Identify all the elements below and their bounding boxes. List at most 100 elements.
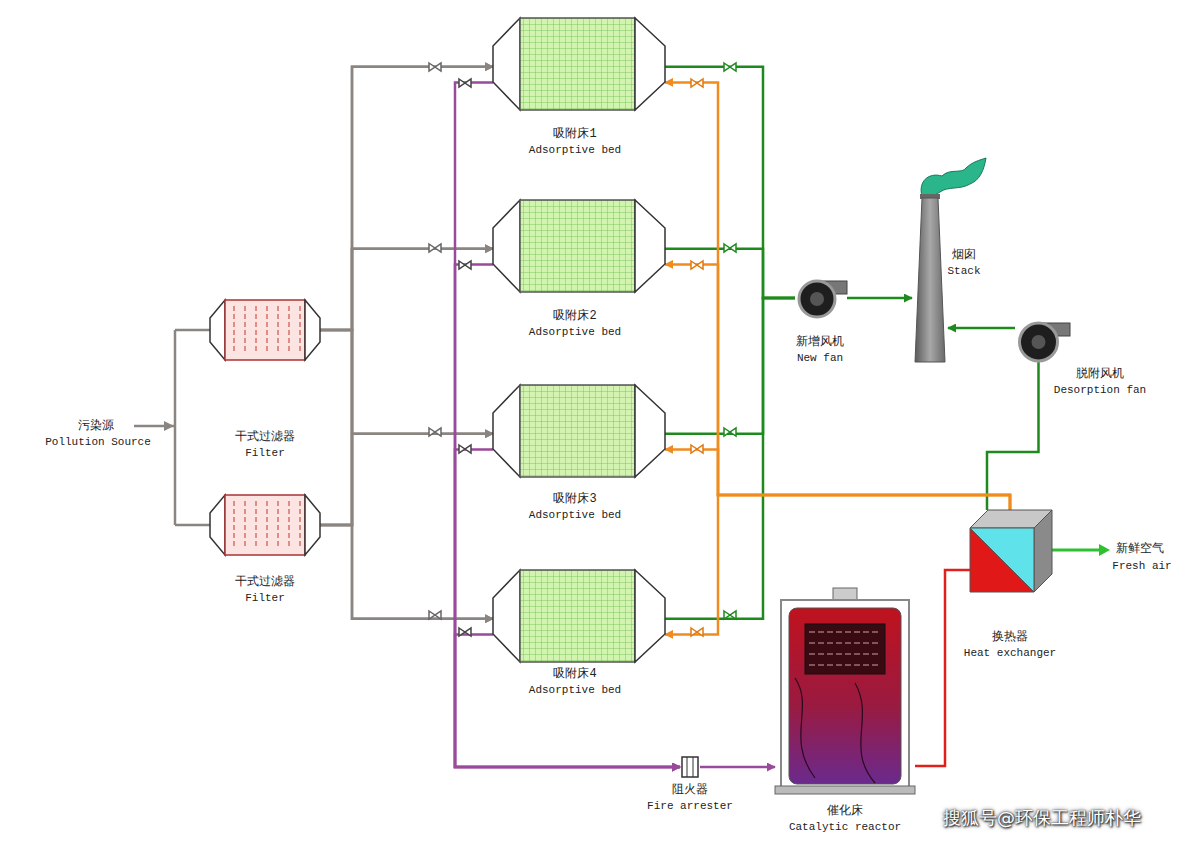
watermark: 搜狐号@环保工程师朴华 bbox=[943, 810, 1141, 826]
pipe-connector bbox=[320, 434, 493, 525]
pipe-connector bbox=[320, 249, 493, 330]
heater-element bbox=[809, 654, 881, 655]
filter-cap bbox=[210, 300, 225, 360]
filter-cap bbox=[305, 300, 320, 360]
fan-hub bbox=[810, 292, 824, 306]
valve-symbol bbox=[459, 445, 471, 453]
filter-cap bbox=[305, 495, 320, 555]
english-name: Desorption fan bbox=[1054, 382, 1146, 398]
filter-element bbox=[256, 501, 257, 549]
english-name: Filter bbox=[235, 590, 295, 606]
english-name: New fan bbox=[796, 350, 844, 366]
pipe-connector bbox=[665, 82, 1010, 510]
valve-symbol bbox=[691, 445, 703, 453]
bed-cap bbox=[635, 18, 665, 110]
source-arrow bbox=[134, 425, 166, 428]
valve-symbol bbox=[429, 611, 441, 619]
bed-node: 吸附床3Adsorptive bed bbox=[493, 385, 665, 477]
english-name: Adsorptive bed bbox=[529, 682, 621, 698]
filter-element bbox=[267, 306, 268, 354]
heater-element bbox=[809, 632, 881, 633]
manifold-line bbox=[166, 425, 175, 428]
note-label: Pollution Source bbox=[45, 434, 151, 450]
english-name: Adsorptive bed bbox=[529, 142, 621, 158]
valve-symbol bbox=[459, 628, 471, 636]
valve-symbol bbox=[691, 79, 703, 87]
chinese-name: 脱附风机 bbox=[1054, 366, 1146, 382]
bed-cap bbox=[493, 570, 520, 662]
english-name: Adsorptive bed bbox=[529, 507, 621, 523]
filter-node: 干式过滤器Filter bbox=[210, 300, 320, 360]
bed-cap bbox=[493, 385, 520, 477]
pipe-connector bbox=[665, 298, 795, 619]
reactor-body bbox=[789, 608, 901, 784]
node-label: 新增风机New fan bbox=[796, 334, 844, 366]
node-label: 吸附床1Adsorptive bed bbox=[529, 126, 621, 158]
fan-symbol bbox=[795, 278, 847, 318]
fan-node: 脱附风机Desorption fan bbox=[1015, 320, 1070, 362]
fan-housing bbox=[799, 281, 835, 317]
arrester-symbol bbox=[680, 756, 700, 778]
node-label: 烟囱Stack bbox=[947, 247, 980, 279]
bed-node: 吸附床1Adsorptive bed bbox=[493, 18, 665, 110]
fan-symbol bbox=[1015, 320, 1070, 362]
bed-cap bbox=[493, 18, 520, 110]
arrow-head bbox=[1099, 544, 1110, 556]
chinese-name: 烟囱 bbox=[947, 247, 980, 263]
stack-node: 烟囱Stack bbox=[912, 160, 948, 362]
arrester-mesh bbox=[687, 757, 688, 777]
valve-symbol bbox=[429, 244, 441, 252]
reactor-node: 催化床Catalytic reactor bbox=[775, 588, 915, 800]
pipe-connector bbox=[455, 449, 680, 767]
valve-symbol bbox=[429, 63, 441, 71]
filter-element bbox=[245, 306, 246, 354]
pipe-connector bbox=[700, 766, 775, 769]
arrow-head bbox=[164, 421, 174, 431]
filter-element bbox=[234, 501, 235, 549]
note-label: 新鲜空气 bbox=[1116, 541, 1164, 557]
filter-element bbox=[267, 501, 268, 549]
fan-housing bbox=[1020, 323, 1058, 361]
reactor-frame bbox=[781, 600, 909, 792]
valve-symbol bbox=[429, 428, 441, 436]
pipe-connector bbox=[320, 67, 493, 525]
pipe-connector bbox=[320, 525, 493, 619]
plume-shape bbox=[921, 158, 986, 197]
node-label: 干式过滤器Filter bbox=[235, 429, 295, 461]
valve-symbol bbox=[724, 611, 736, 619]
pipe-connector bbox=[455, 264, 680, 767]
node-label: 换热器Heat exchanger bbox=[964, 629, 1056, 661]
node-label: 阻火器Fire arrester bbox=[647, 782, 733, 814]
heater-element bbox=[809, 665, 881, 666]
filter-element bbox=[256, 306, 257, 354]
node-label: 催化床Catalytic reactor bbox=[789, 803, 901, 835]
fan-node: 新增风机New fan bbox=[795, 278, 847, 318]
inlet-manifold bbox=[134, 330, 210, 525]
bed-cap bbox=[493, 200, 520, 292]
smoke-plume bbox=[921, 158, 986, 197]
bed-symbol bbox=[493, 200, 665, 292]
reactor-flow bbox=[795, 678, 875, 783]
manifold-line bbox=[174, 330, 177, 525]
adsorbent-grid bbox=[520, 200, 635, 292]
pipe-connector bbox=[320, 330, 493, 619]
adsorbent-grid bbox=[520, 570, 635, 662]
bed-cap bbox=[635, 385, 665, 477]
node-label: 脱附风机Desorption fan bbox=[1054, 366, 1146, 398]
chinese-name: 吸附床3 bbox=[529, 491, 621, 507]
reactor-base bbox=[775, 786, 915, 794]
stack-symbol bbox=[912, 160, 948, 362]
exchanger-cold bbox=[970, 528, 1034, 592]
valve-symbol bbox=[691, 261, 703, 269]
bed-cap bbox=[635, 200, 665, 292]
bed-symbol bbox=[493, 570, 665, 662]
valve-symbol bbox=[691, 628, 703, 636]
filter-element bbox=[289, 306, 290, 354]
fan-hub bbox=[1032, 335, 1046, 349]
bed-node: 吸附床2Adsorptive bed bbox=[493, 200, 665, 292]
bed-symbol bbox=[493, 18, 665, 110]
exchanger-node: 换热器Heat exchanger bbox=[970, 510, 1052, 592]
note-label: Fresh air bbox=[1112, 558, 1171, 574]
